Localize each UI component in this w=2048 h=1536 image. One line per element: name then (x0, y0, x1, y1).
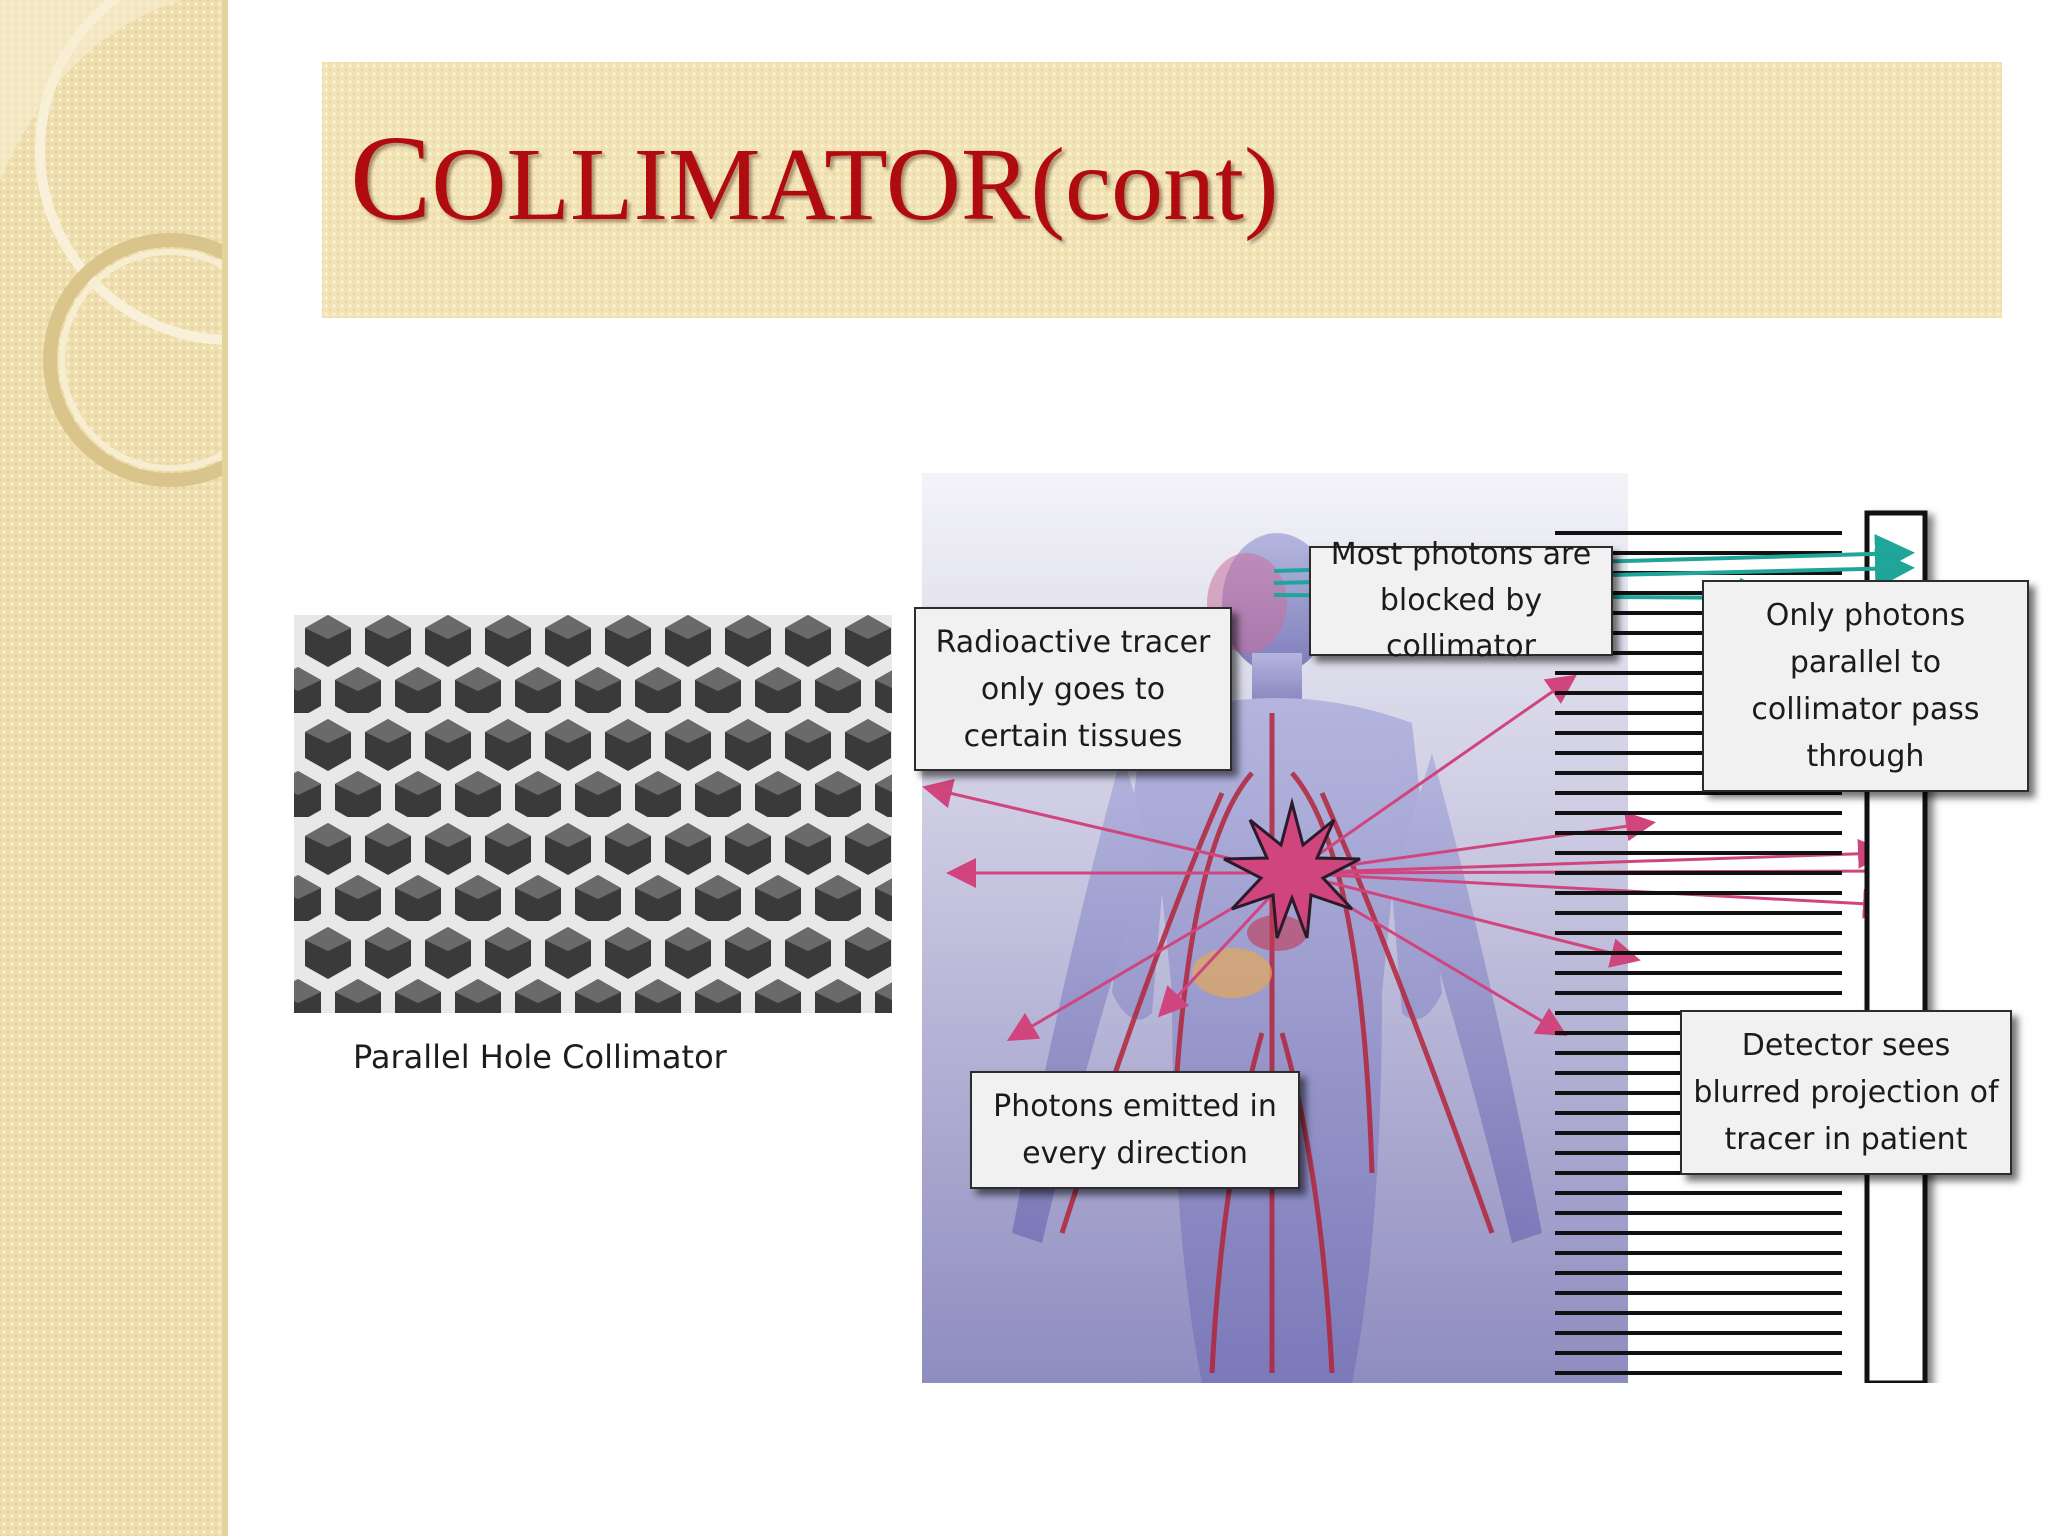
collimator-caption: Parallel Hole Collimator (353, 1038, 727, 1076)
callout-photons-emitted-text: Photons emitted in every direction (993, 1089, 1277, 1171)
callout-detector-sees-text: Detector sees blurred projection of trac… (1693, 1028, 1999, 1157)
title-banner (322, 62, 2002, 318)
callout-radioactive-tracer: Radioactive tracer only goes to certain … (914, 607, 1232, 771)
callout-detector-sees: Detector sees blurred projection of trac… (1680, 1010, 2012, 1175)
title-initial: C (350, 111, 432, 246)
title-suffix: (cont) (1030, 127, 1279, 242)
callout-photons-blocked-text: Most photons are blocked by collimator (1330, 537, 1592, 664)
decorative-side-band (0, 0, 228, 1536)
band-edge (222, 0, 228, 1536)
parallel-hole-collimator-photo (294, 615, 892, 1013)
slide-title: COLLIMATOR(cont) (350, 118, 1279, 240)
callout-parallel-photons: Only photons parallel to collimator pass… (1702, 580, 2029, 792)
gamma-camera-diagram: Radioactive tracer only goes to certain … (914, 473, 2048, 1383)
decorative-rings (0, 0, 228, 487)
callout-photons-blocked: Most photons are blocked by collimator (1309, 537, 1613, 664)
callout-parallel-photons-text: Only photons parallel to collimator pass… (1751, 598, 1980, 774)
callout-photons-emitted: Photons emitted in every direction (970, 1071, 1300, 1189)
callout-radioactive-tracer-text: Radioactive tracer only goes to certain … (935, 624, 1211, 754)
title-rest: OLLIMATOR (431, 127, 1031, 242)
tracer-star (1223, 797, 1361, 939)
liver-shape (1192, 948, 1272, 998)
